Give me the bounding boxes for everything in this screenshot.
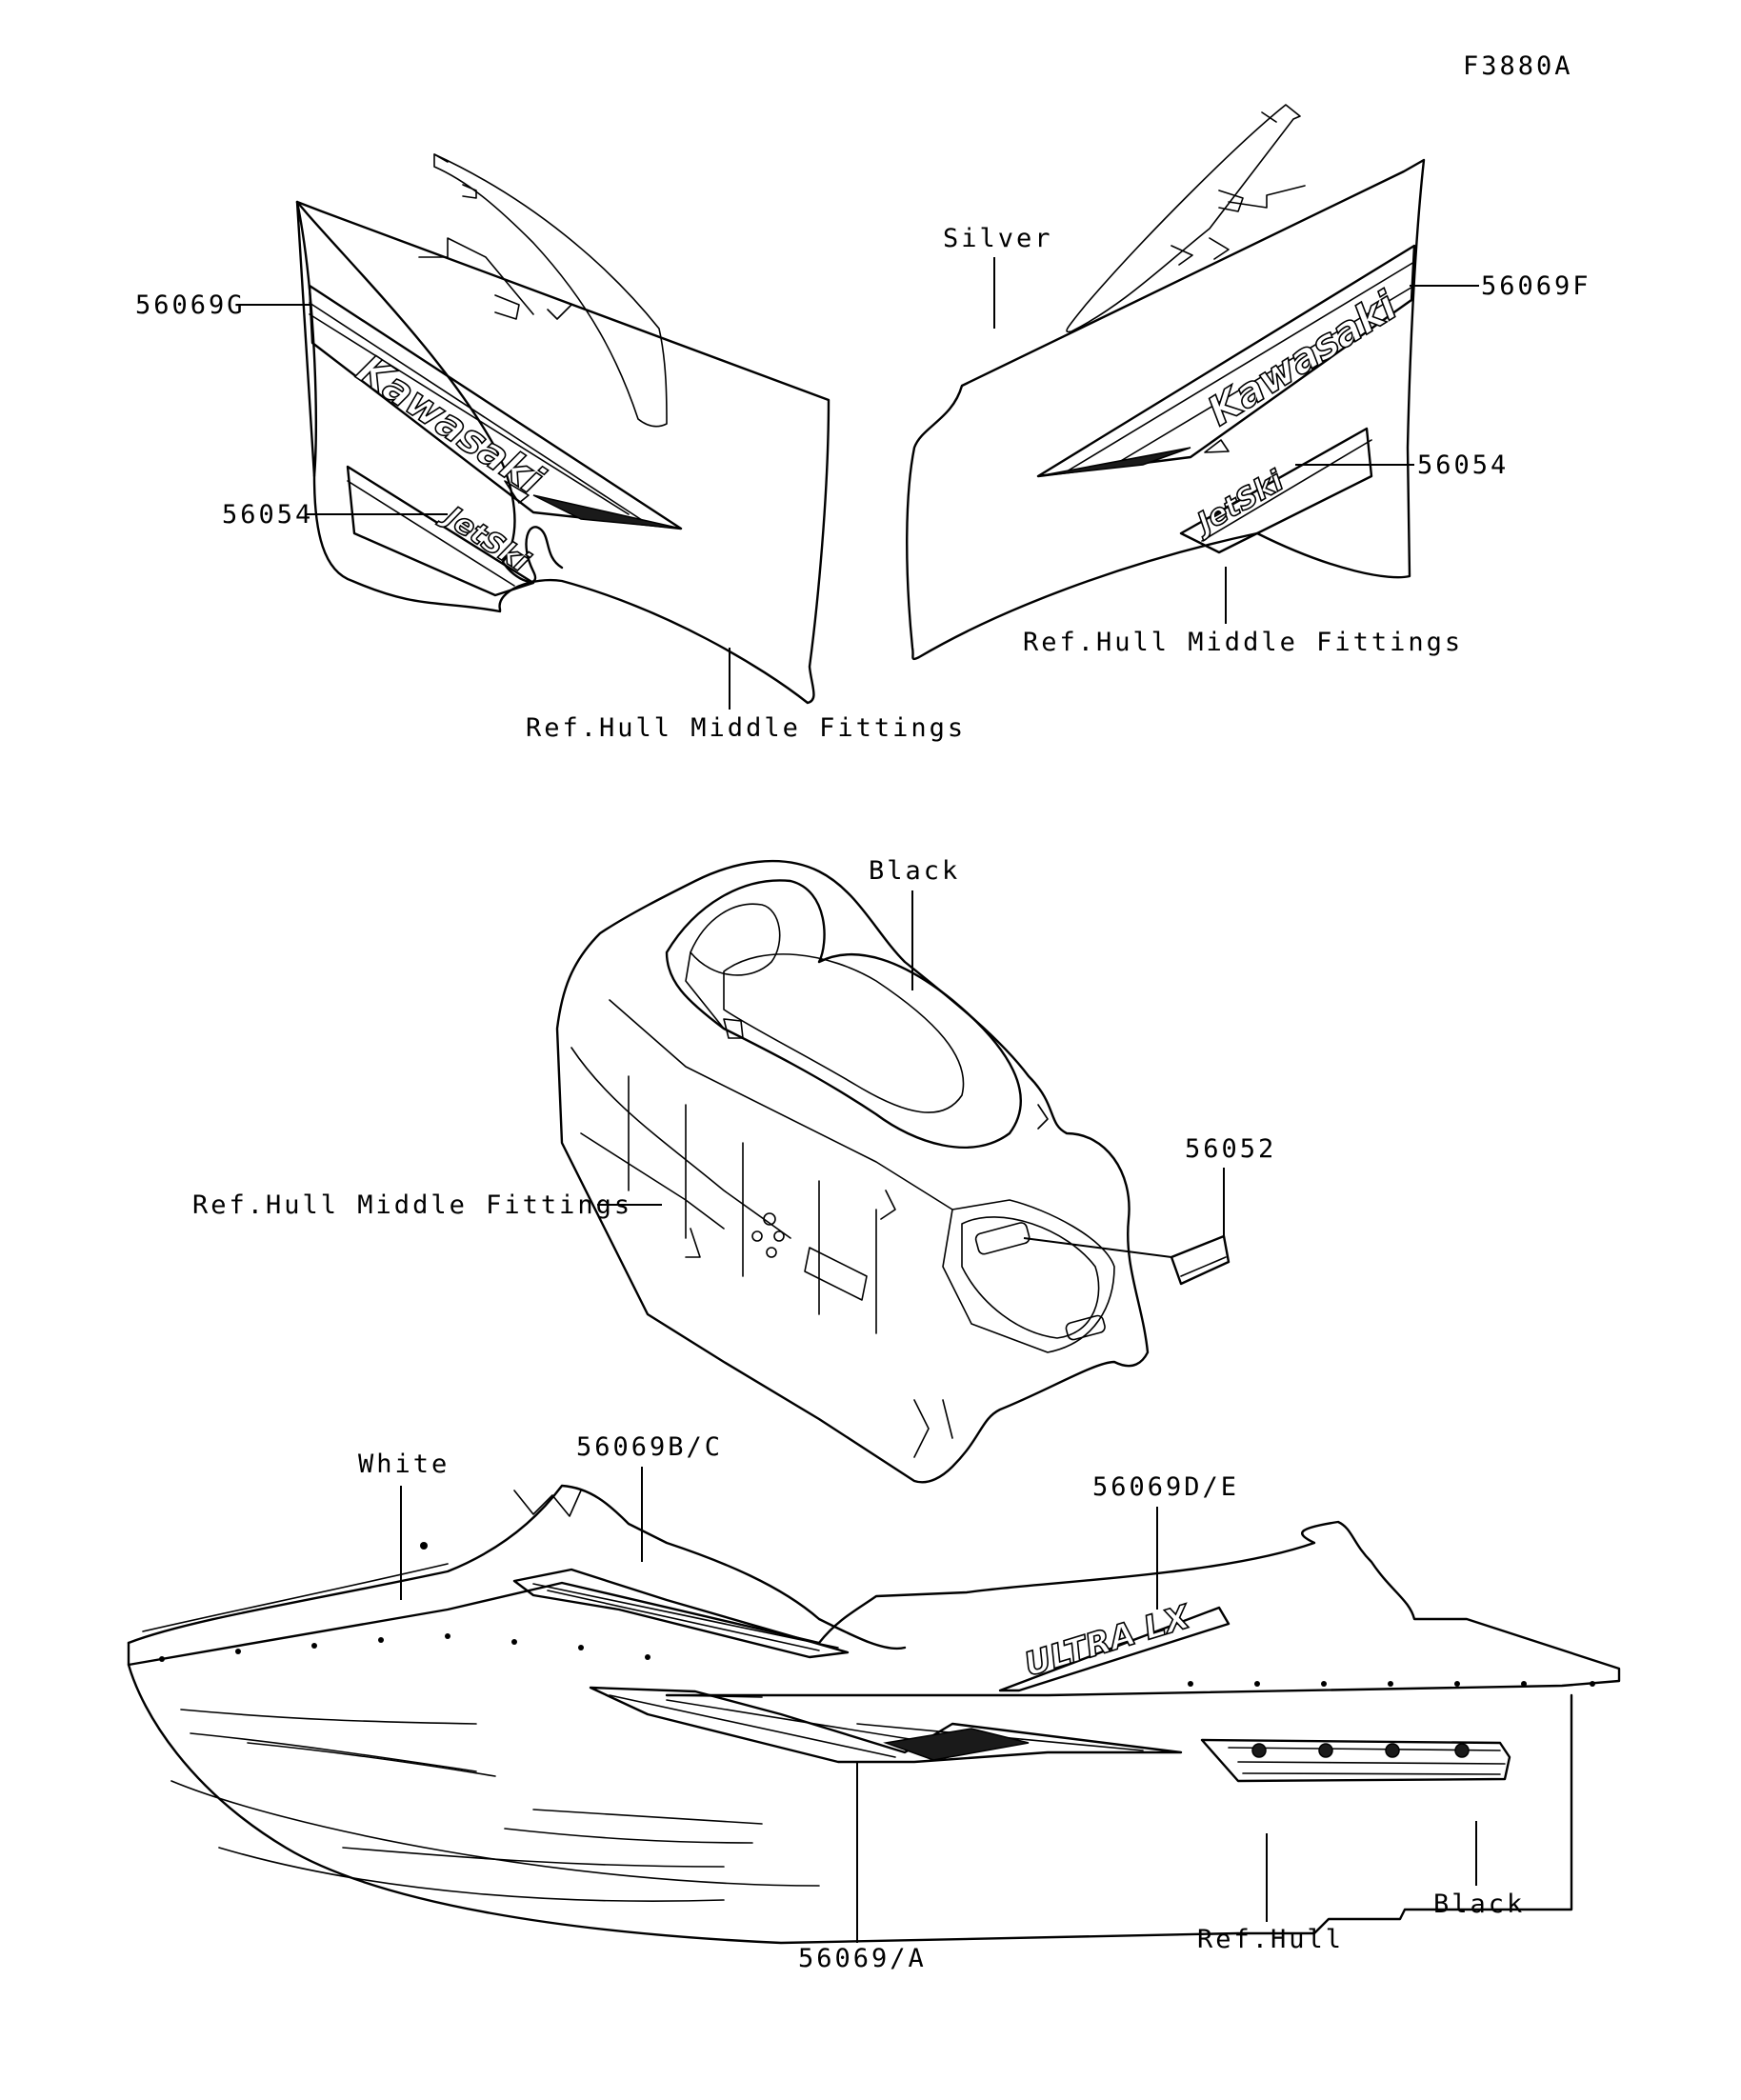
part-56052-badge — [1170, 1234, 1231, 1286]
label-ref-hull-middle-left: Ref.Hull Middle Fittings — [526, 713, 966, 743]
label-silver: Silver — [943, 224, 1053, 253]
left-side-panel: Kawasaki JetSki — [295, 153, 830, 705]
label-ref-hull-middle-right: Ref.Hull Middle Fittings — [1023, 628, 1463, 657]
label-56054-right: 56054 — [1417, 450, 1509, 480]
jetski-logo-right: JetSki — [1188, 464, 1290, 542]
label-56069A: 56069/A — [798, 1944, 927, 1973]
label-ref-hull-middle-mid: Ref.Hull Middle Fittings — [192, 1190, 632, 1220]
deck-assembly — [555, 859, 1150, 1484]
right-side-panel: Kawasaki JetSki — [906, 104, 1426, 661]
label-black-bottom: Black — [1433, 1890, 1525, 1919]
label-56069F: 56069F — [1481, 271, 1591, 301]
ultra-lx-logo: ULTRA LX — [1020, 1597, 1196, 1684]
label-black-top: Black — [869, 856, 960, 886]
label-56069DE: 56069D/E — [1092, 1472, 1239, 1502]
label-56052: 56052 — [1185, 1134, 1276, 1164]
label-white: White — [358, 1450, 450, 1479]
label-56069BC: 56069B/C — [576, 1432, 723, 1462]
label-56069G: 56069G — [135, 290, 246, 320]
label-56054-left: 56054 — [222, 500, 313, 530]
label-ref-hull: Ref.Hull — [1197, 1925, 1344, 1954]
hull-assembly: ULTRA LX — [127, 1484, 1621, 1945]
figure-code: F3880A — [1463, 51, 1573, 81]
